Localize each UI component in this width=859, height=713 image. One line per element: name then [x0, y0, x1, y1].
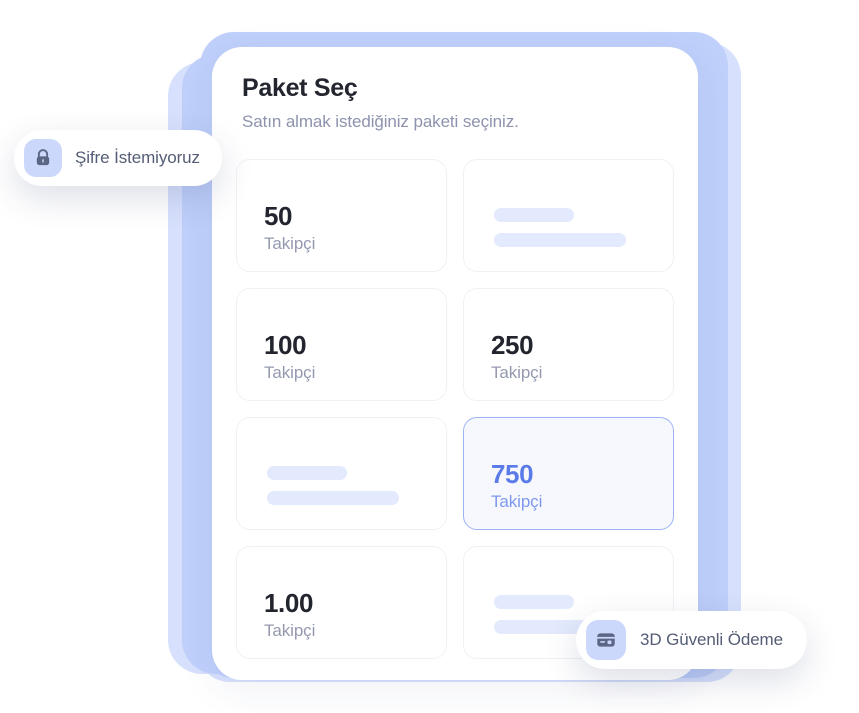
package-amount: 50 [264, 200, 293, 231]
package-amount: 1.00 [264, 587, 314, 618]
skeleton-bar-long [494, 233, 626, 248]
package-unit-label: Takipçi [264, 621, 316, 641]
package-unit-label: Takipçi [491, 363, 543, 383]
package-selection-panel: Paket Seç Satın almak istediğiniz paketi… [212, 47, 698, 680]
package-unit-label: Takipçi [264, 363, 316, 383]
badge-no-password-label: Şifre İstemiyoruz [75, 148, 200, 167]
skeleton-bar-short [494, 208, 574, 223]
package-card-placeholder[interactable] [236, 417, 447, 531]
package-unit-label: Takipçi [264, 234, 316, 254]
page-subtitle: Satın almak istediğiniz paketi seçiniz. [242, 112, 519, 132]
badge-secure-payment[interactable]: 3D Güvenli Ödeme [576, 611, 807, 669]
credit-card-icon [586, 620, 626, 660]
badge-no-password[interactable]: Şifre İstemiyoruz [14, 130, 222, 186]
skeleton-bar-long [267, 491, 399, 506]
package-card-placeholder[interactable] [463, 159, 674, 273]
lock-icon [24, 139, 62, 177]
badge-secure-payment-label: 3D Güvenli Ödeme [640, 630, 783, 649]
package-amount: 100 [264, 329, 307, 360]
package-unit-label: Takipçi [491, 492, 543, 512]
page-title: Paket Seç [242, 74, 358, 102]
skeleton-bar-short [494, 595, 574, 610]
package-amount: 750 [491, 458, 534, 489]
panel-header: Paket Seç Satın almak istediğiniz paketi… [212, 47, 698, 133]
package-amount: 250 [491, 329, 534, 360]
skeleton-bar-short [267, 466, 347, 481]
